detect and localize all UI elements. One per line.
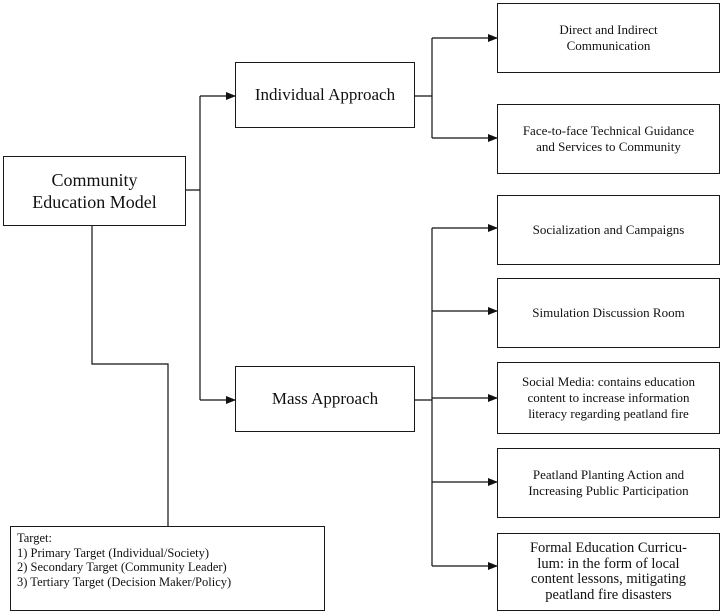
social-media-line-3: literacy regarding peatland fire <box>528 406 689 421</box>
direct-communication-line-1: Direct and Indirect <box>559 22 658 37</box>
peatland-planting-node: Peatland Planting Action and Increasing … <box>497 448 720 518</box>
social-media-line-1: Social Media: contains education <box>522 374 695 389</box>
peatland-planting-line-2: Increasing Public Participation <box>528 483 689 498</box>
root-label-line-1: Community <box>51 170 138 190</box>
simulation-discussion-label: Simulation Discussion Room <box>532 305 685 320</box>
simulation-discussion-node: Simulation Discussion Room <box>497 278 720 348</box>
target-item-secondary: 2) Secondary Target (Community Leader) <box>17 560 227 575</box>
face-to-face-guidance-node: Face-to-face Technical Guidance and Serv… <box>497 104 720 174</box>
target-connector <box>91 226 169 526</box>
root-connector <box>186 96 201 400</box>
social-media-node: Social Media: contains education content… <box>497 362 720 434</box>
target-item-primary: 1) Primary Target (Individual/Society) <box>17 545 210 560</box>
target-item-tertiary: 3) Tertiary Target (Decision Maker/Polic… <box>17 574 232 589</box>
face-to-face-line-2: and Services to Community <box>536 139 681 154</box>
direct-communication-node: Direct and Indirect Communication <box>497 3 720 73</box>
individual-connector <box>415 38 433 138</box>
direct-communication-line-2: Communication <box>566 38 651 53</box>
peatland-planting-line-1: Peatland Planting Action and <box>532 467 685 482</box>
social-media-line-2: content to increase information <box>527 390 690 405</box>
root-node: Community Education Model <box>3 156 186 226</box>
face-to-face-line-1: Face-to-face Technical Guidance <box>522 123 695 138</box>
individual-approach-label: Individual Approach <box>254 85 396 104</box>
socialization-campaigns-label: Socialization and Campaigns <box>532 222 685 237</box>
target-box: Target: 1) Primary Target (Individual/So… <box>10 526 325 611</box>
formal-education-node: Formal Education Curricu- lum: in the fo… <box>497 533 720 611</box>
formal-education-line-1: Formal Education Curricu- <box>529 540 688 556</box>
mass-connector <box>415 228 433 566</box>
mass-approach-label: Mass Approach <box>271 389 379 408</box>
mass-approach-node: Mass Approach <box>235 366 415 432</box>
individual-approach-node: Individual Approach <box>235 62 415 128</box>
formal-education-line-3: content lessons, mitigating <box>530 571 687 587</box>
root-label-line-2: Education Model <box>32 192 157 212</box>
formal-education-line-4: peatland fire disasters <box>545 586 672 603</box>
target-title: Target: <box>17 531 52 545</box>
formal-education-line-2: lum: in the form of local <box>537 555 680 572</box>
socialization-campaigns-node: Socialization and Campaigns <box>497 195 720 265</box>
